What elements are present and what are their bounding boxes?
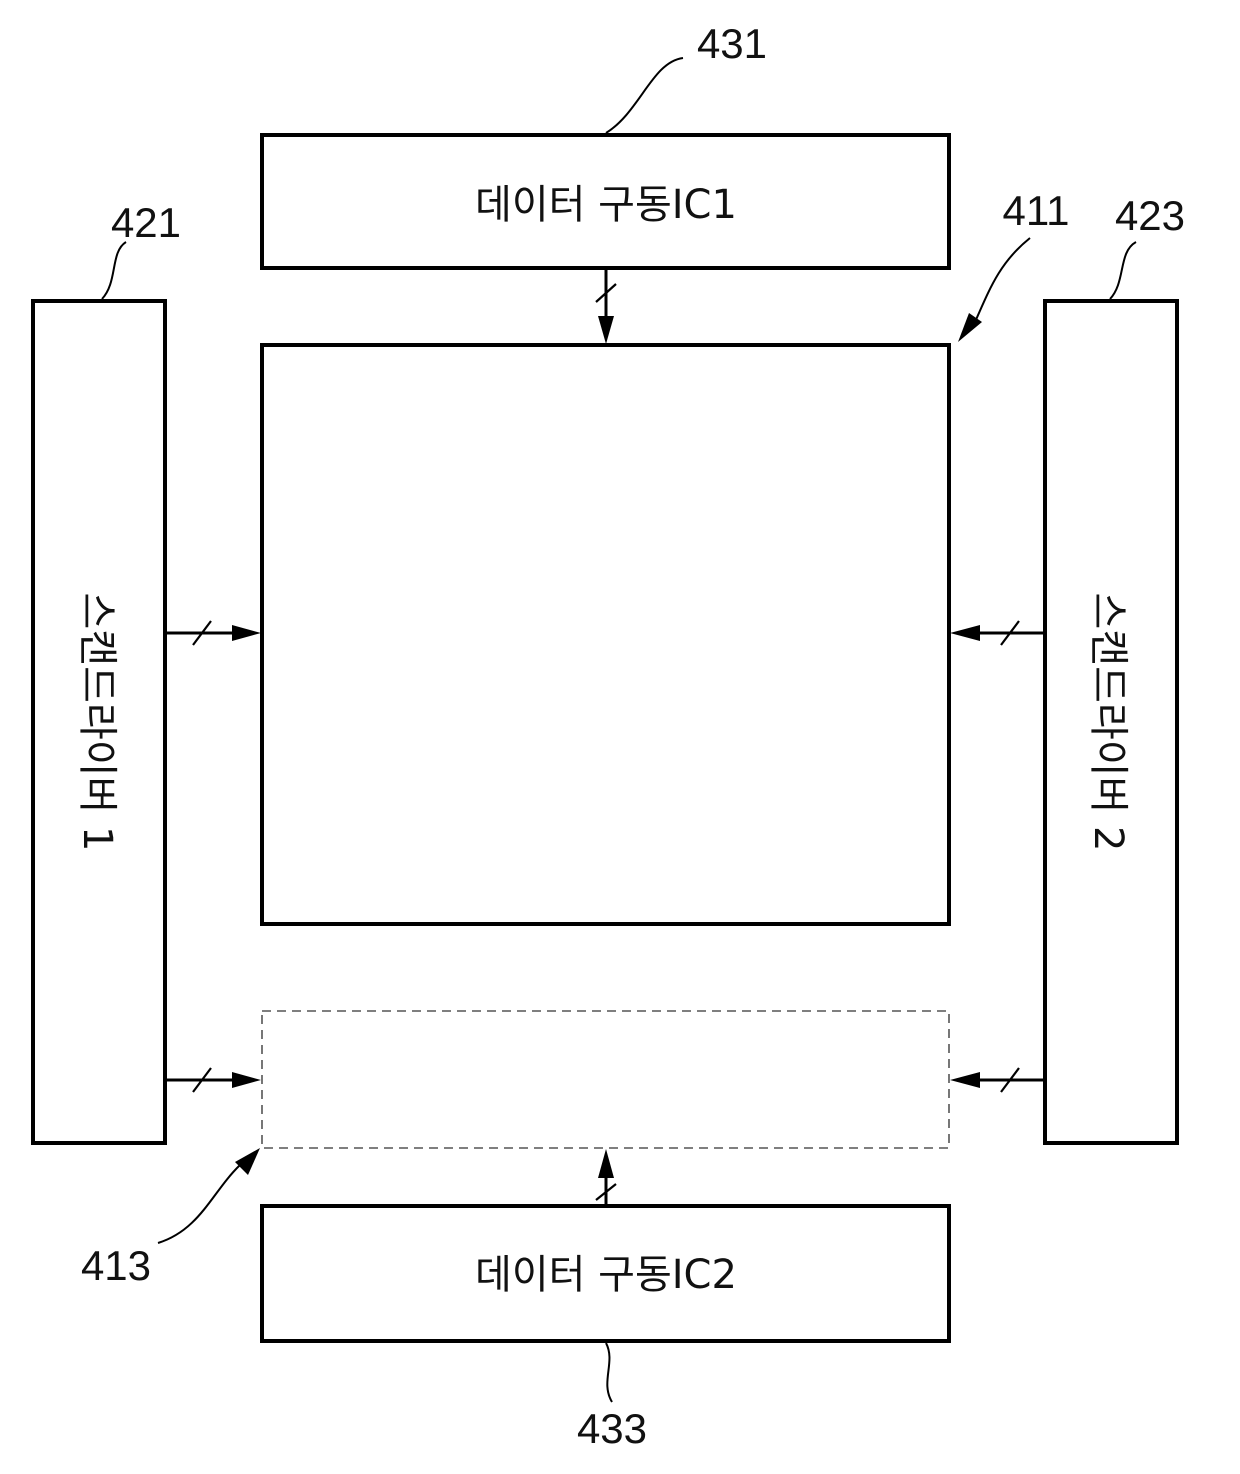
ref-431: 431 [606, 20, 767, 133]
bus-arrow-scan2-to-panel [950, 621, 1044, 645]
ref-411-label: 411 [1003, 187, 1070, 234]
ref-413: 413 [81, 1148, 260, 1289]
bus-arrow-scan1-to-region [166, 1068, 261, 1092]
scan-driver-2-block: 스캔드라이버 2 [1045, 301, 1177, 1143]
ref-431-label: 431 [697, 20, 767, 67]
scan-driver-1-block: 스캔드라이버 1 [33, 301, 165, 1143]
ref-421: 421 [102, 199, 181, 299]
ref-433: 433 [577, 1343, 647, 1452]
ref-413-label: 413 [81, 1242, 151, 1289]
ref-421-label: 421 [111, 199, 181, 246]
data-driver-ic2-label: 데이터 구동IC2 [475, 1252, 737, 1298]
bus-arrow-scan1-to-panel [166, 621, 261, 645]
scan-driver-2-label: 스캔드라이버 2 [1085, 593, 1131, 852]
data-driver-ic2-block: 데이터 구동IC2 [262, 1206, 949, 1341]
data-driver-ic1-block: 데이터 구동IC1 [262, 135, 949, 268]
bus-arrow-scan2-to-region [950, 1068, 1044, 1092]
data-driver-ic1-label: 데이터 구동IC1 [475, 182, 737, 228]
bus-arrow-ic2-to-region [596, 1149, 616, 1206]
ref-433-label: 433 [577, 1405, 647, 1452]
display-panel-411 [262, 345, 949, 924]
scan-driver-1-label: 스캔드라이버 1 [74, 593, 120, 852]
bus-arrow-ic1-to-panel [596, 268, 616, 344]
ref-423: 423 [1110, 192, 1185, 299]
extra-region-413 [262, 1011, 949, 1148]
ref-423-label: 423 [1115, 192, 1185, 239]
